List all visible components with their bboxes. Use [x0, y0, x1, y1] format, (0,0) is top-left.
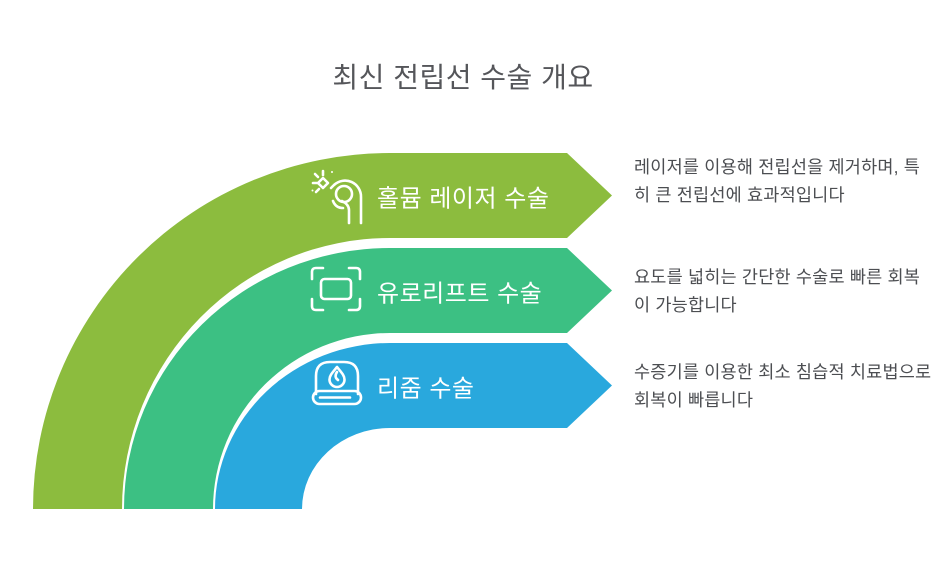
band-shape-urolift: [124, 248, 612, 509]
band-title-rezum: 리줌 수술: [377, 375, 475, 403]
steam-droplet-icon: [311, 360, 363, 406]
band-description-urolift: 요도를 넓히는 간단한 수술로 빠른 회복이 가능합니다: [634, 267, 921, 315]
band-title-holmium: 홀뮴 레이저 수술: [377, 185, 550, 213]
scan-frame-icon: [310, 266, 362, 312]
band-description-holmium: 레이저를 이용해 전립선을 제거하며, 특히 큰 전립선에 효과적입니다: [634, 157, 921, 205]
band-description-rezum: 수증기를 이용한 최소 침습적 치료법으로 회복이 빠릅니다: [634, 362, 932, 410]
laser-hand-icon: [311, 169, 363, 225]
page-title: 최신 전립선 수술 개요: [332, 62, 594, 93]
band-shape-holmium: [33, 153, 612, 509]
band-shape-rezum: [215, 343, 612, 509]
band-title-urolift: 유로리프트 수술: [377, 280, 543, 308]
